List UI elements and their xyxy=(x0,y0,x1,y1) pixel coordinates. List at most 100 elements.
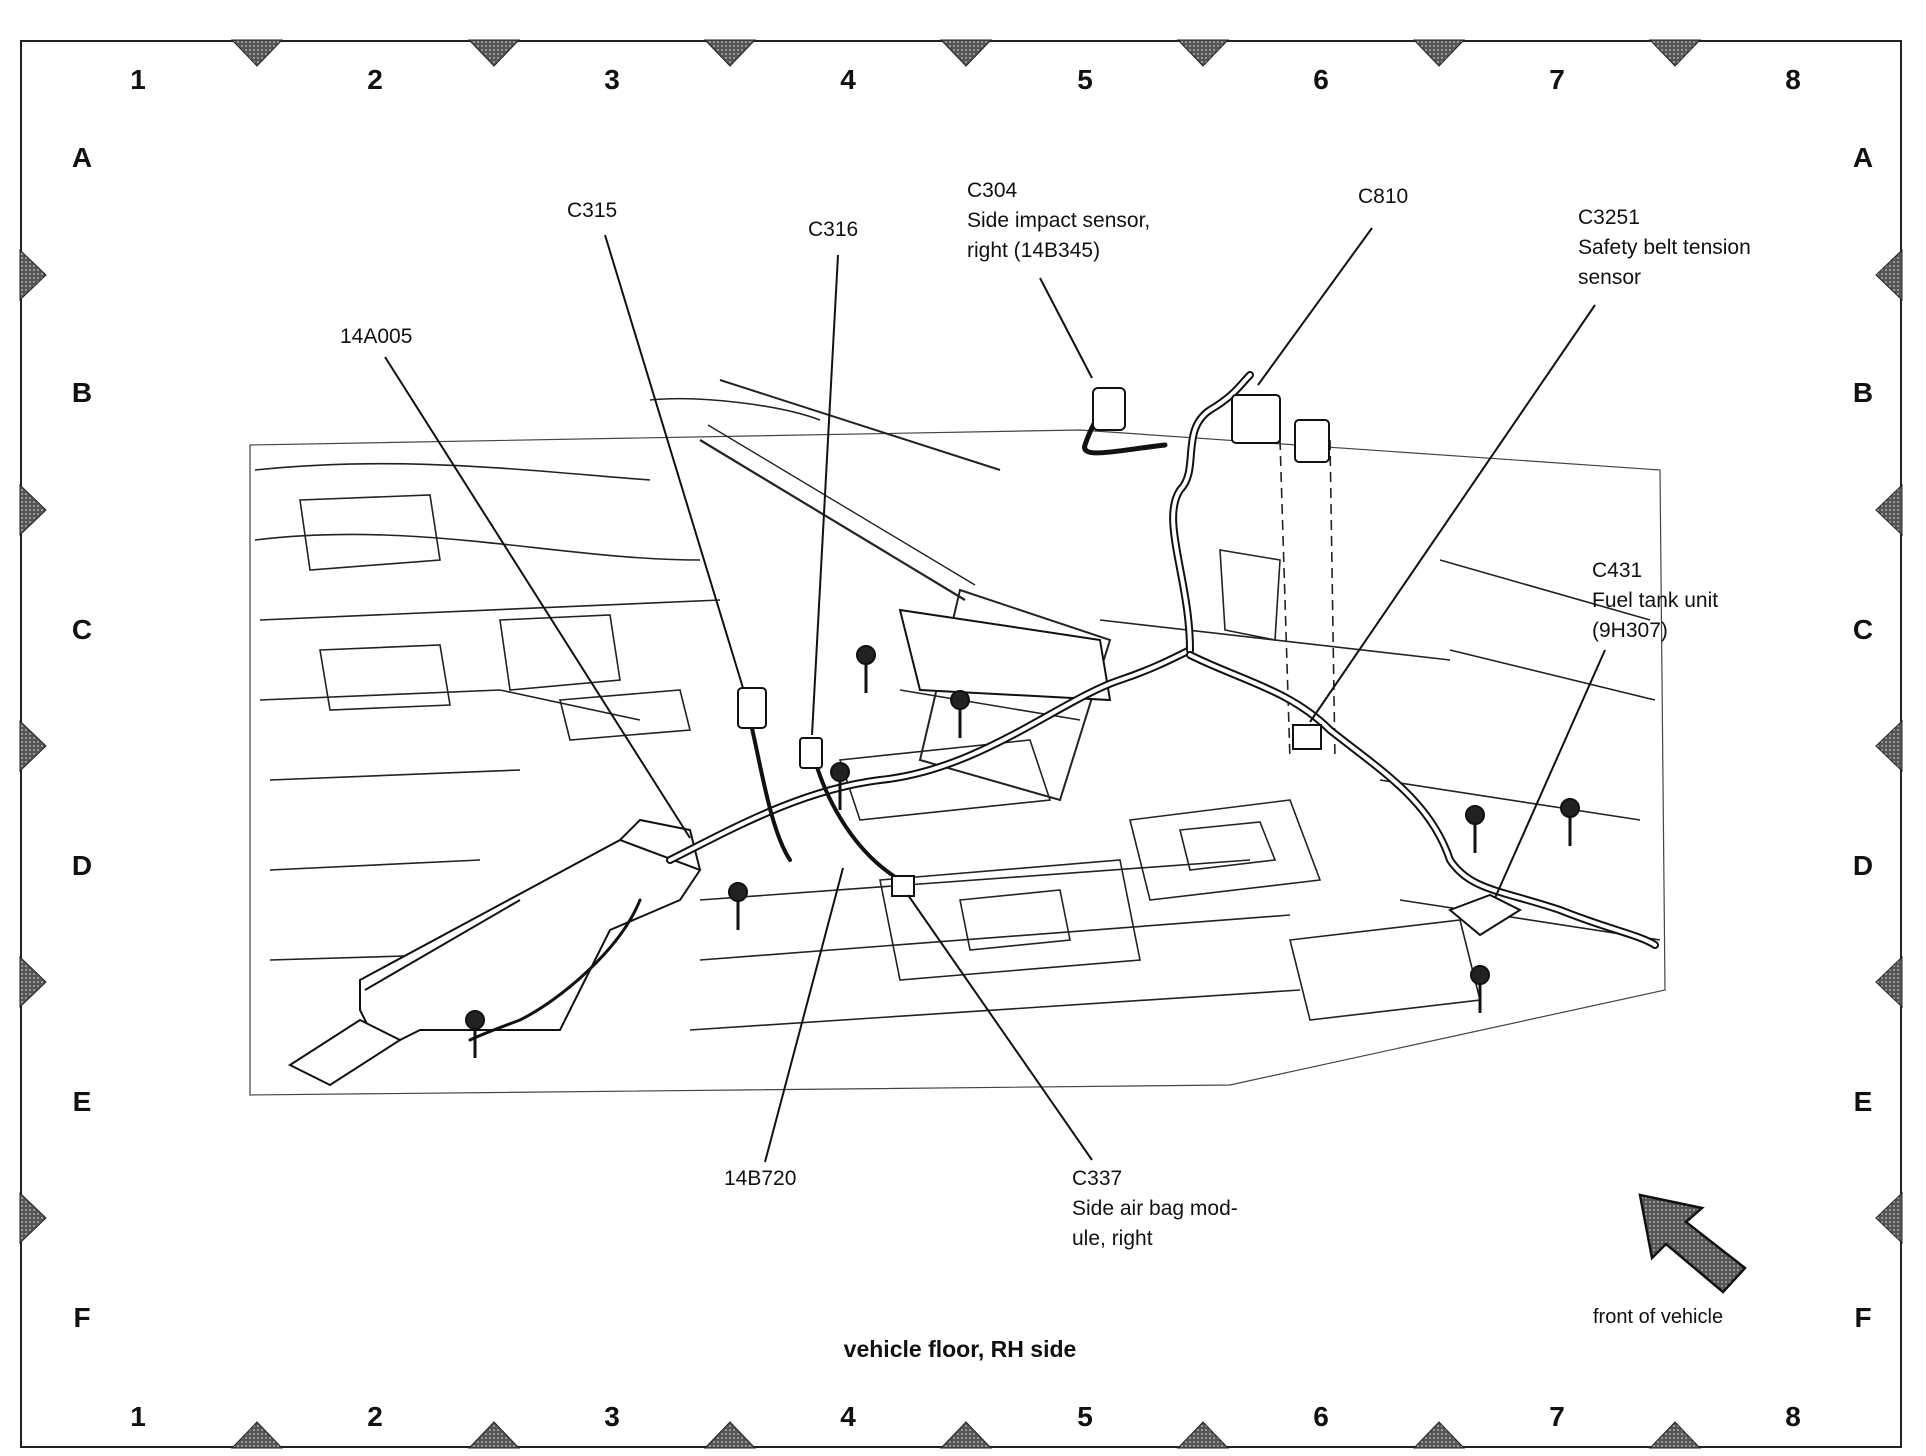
front-arrow-icon xyxy=(1638,1193,1747,1294)
connector-c810 xyxy=(1231,394,1281,444)
bolt-icon xyxy=(1465,805,1485,853)
grid-column-label: 3 xyxy=(604,1401,620,1432)
grid-column-label: 5 xyxy=(1077,1401,1093,1432)
callout-line: Fuel tank unit xyxy=(1592,589,1719,612)
grid-column-label: 8 xyxy=(1785,1401,1801,1432)
floor-pan-outline xyxy=(249,379,1666,1096)
callout-line: C337 xyxy=(1072,1167,1123,1190)
triangle-marker-icon xyxy=(1648,39,1702,67)
triangle-marker-icon xyxy=(19,719,47,773)
callout-14b720: 14B720 xyxy=(724,1164,796,1194)
callout-line: C3251 xyxy=(1578,206,1640,229)
grid-column-label: 7 xyxy=(1549,64,1565,95)
callout-line: Safety belt tension xyxy=(1578,236,1751,259)
callout-line: C316 xyxy=(808,218,859,241)
triangle-marker-icon xyxy=(1176,39,1230,67)
grid-column-label: 1 xyxy=(130,1401,146,1432)
triangle-marker-icon xyxy=(230,39,284,67)
connector-c3251 xyxy=(1292,724,1322,750)
grid-row-label: C xyxy=(71,614,93,645)
grid-edge-markers xyxy=(19,39,1903,1449)
connector-c316 xyxy=(799,737,823,769)
grid-column-label: 2 xyxy=(367,64,383,95)
grid-row-label: E xyxy=(72,1086,92,1117)
callout-line: C315 xyxy=(567,199,618,222)
triangle-marker-icon xyxy=(1875,1191,1903,1245)
triangle-marker-icon xyxy=(1875,483,1903,537)
callout-c316: C316 xyxy=(808,215,858,245)
callout-line: Side air bag mod- xyxy=(1072,1197,1238,1220)
grid-row-label: C xyxy=(1852,614,1874,645)
trim-panel xyxy=(287,608,1112,1087)
triangle-marker-icon xyxy=(230,1421,284,1449)
grid-row-label: A xyxy=(71,142,93,173)
grid-column-label: 1 xyxy=(130,64,146,95)
grid-column-label: 2 xyxy=(367,1401,383,1432)
callout-line: ule, right xyxy=(1072,1227,1153,1250)
triangle-marker-icon xyxy=(703,39,757,67)
diagram-title: vehicle floor, RH side xyxy=(843,1336,1077,1362)
grid-column-label: 7 xyxy=(1549,1401,1565,1432)
triangle-marker-icon xyxy=(19,1191,47,1245)
bolt-icon xyxy=(465,1010,485,1058)
connector-c304 xyxy=(1092,387,1126,431)
connector-c315 xyxy=(737,687,767,729)
bolt-icon xyxy=(728,882,748,930)
front-of-vehicle-label: front of vehicle xyxy=(1593,1306,1724,1328)
triangle-marker-icon xyxy=(1875,248,1903,302)
connectors xyxy=(737,387,1523,937)
grid-row-label: B xyxy=(71,377,93,408)
bolt-icon xyxy=(856,645,876,693)
callout-c810: C810 xyxy=(1358,182,1408,212)
wiring-harness xyxy=(468,371,1659,1042)
callout-14a005: 14A005 xyxy=(340,322,412,352)
grid-column-label: 4 xyxy=(840,64,856,95)
callout-line: 14B720 xyxy=(724,1167,797,1190)
connector-c431 xyxy=(1448,893,1523,937)
triangle-marker-icon xyxy=(1875,719,1903,773)
callout-line: 14A005 xyxy=(340,325,413,348)
bolts xyxy=(465,645,1580,1058)
grid-row-label: A xyxy=(1852,142,1874,173)
connector-c337 xyxy=(891,875,915,897)
grid-column-label: 8 xyxy=(1785,64,1801,95)
triangle-marker-icon xyxy=(19,248,47,302)
callout-line: C810 xyxy=(1358,185,1409,208)
grid-row-label: F xyxy=(1854,1302,1872,1333)
leader-lines xyxy=(384,227,1606,1163)
triangle-marker-icon xyxy=(939,39,993,67)
grid-column-label: 3 xyxy=(604,64,620,95)
triangle-marker-icon xyxy=(1412,1421,1466,1449)
grid-column-label: 6 xyxy=(1313,64,1329,95)
triangle-marker-icon xyxy=(19,955,47,1009)
triangle-marker-icon xyxy=(1412,39,1466,67)
grid-column-label: 5 xyxy=(1077,64,1093,95)
triangle-marker-icon xyxy=(1176,1421,1230,1449)
callout-c315: C315 xyxy=(567,196,617,226)
triangle-marker-icon xyxy=(1648,1421,1702,1449)
grid-row-label: E xyxy=(1853,1086,1873,1117)
grid-column-label: 6 xyxy=(1313,1401,1329,1432)
callout-line: (9H307) xyxy=(1592,619,1668,642)
bolt-icon xyxy=(950,690,970,738)
grid-row-label: F xyxy=(73,1302,91,1333)
triangle-marker-icon xyxy=(467,39,521,67)
triangle-marker-icon xyxy=(467,1421,521,1449)
bolt-icon xyxy=(1560,798,1580,846)
callout-line: C431 xyxy=(1592,559,1643,582)
grid-row-label: D xyxy=(71,850,93,881)
grid-row-label: B xyxy=(1852,377,1874,408)
grid-row-label: D xyxy=(1852,850,1874,881)
bolt-icon xyxy=(1470,965,1490,1013)
triangle-marker-icon xyxy=(703,1421,757,1449)
grid-column-label: 4 xyxy=(840,1401,856,1432)
callout-line: Side impact sensor, xyxy=(967,209,1151,232)
triangle-marker-icon xyxy=(1875,955,1903,1009)
callout-line: right (14B345) xyxy=(967,239,1101,262)
callout-line: C304 xyxy=(967,179,1018,202)
triangle-marker-icon xyxy=(19,483,47,537)
